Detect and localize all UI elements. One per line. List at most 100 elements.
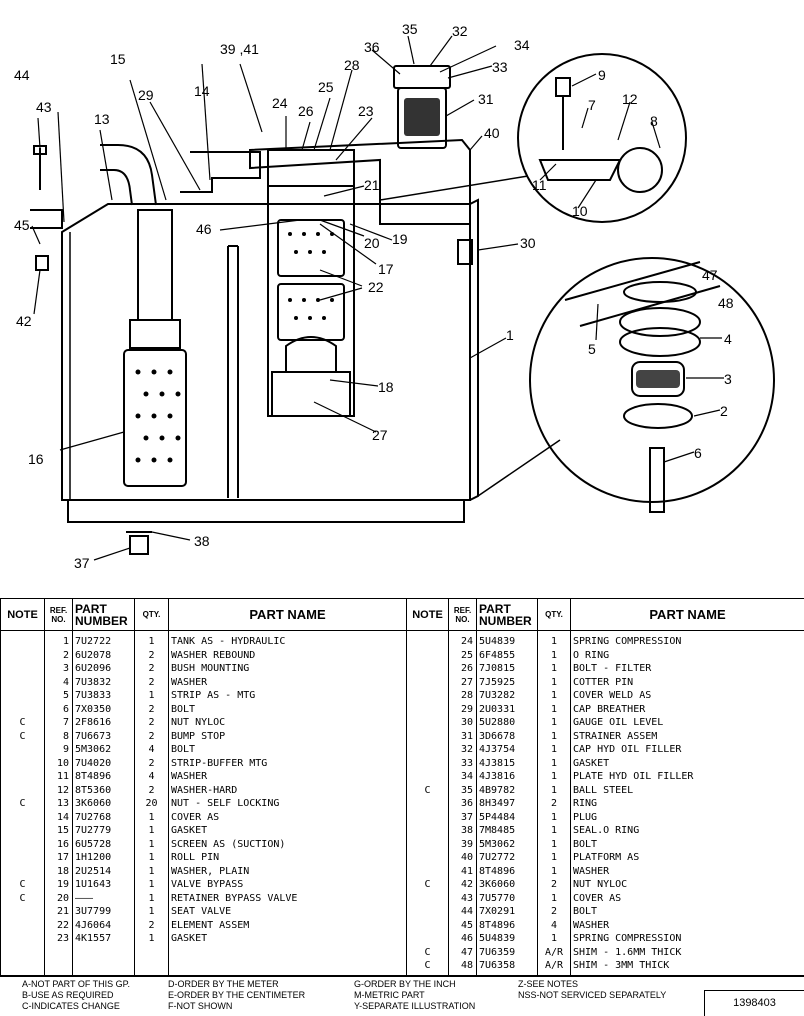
cell-pn: 3K6060	[73, 797, 135, 811]
ref-no-header: REF. NO.	[449, 599, 477, 631]
cell-pn: 4J3754	[477, 743, 538, 757]
cell-ref: 6	[45, 703, 73, 717]
cell-ref: 4	[45, 676, 73, 690]
cell-note	[1, 676, 45, 690]
cell-note	[1, 905, 45, 919]
cell-note: C	[1, 716, 45, 730]
cell-qty: 1	[538, 811, 571, 825]
cell-ref: 41	[449, 865, 477, 879]
cell-ref: 38	[449, 824, 477, 838]
legend-item: D-ORDER BY THE METER	[168, 979, 305, 990]
cell-name: STRAINER ASSEM	[571, 730, 804, 744]
qty-header: QTY.	[135, 599, 169, 631]
callout-label: 28	[344, 57, 360, 73]
exploded-parts-diagram: 1 2 3 4 5 6 7 8 9 10 11 12 13 14 15 16 1…	[0, 0, 804, 590]
legend-item: C-INDICATES CHANGE	[22, 1001, 130, 1012]
callout-label: 3	[724, 371, 732, 387]
cell-ref: 8	[45, 730, 73, 744]
cell-ref: 9	[45, 743, 73, 757]
cell-qty: 1	[135, 892, 169, 906]
cell-qty: 1	[135, 824, 169, 838]
cell-ref: 29	[449, 703, 477, 717]
callout-label: 5	[588, 341, 596, 357]
cell-pn: 1U1643	[73, 878, 135, 892]
cell-pn: 3U7799	[73, 905, 135, 919]
cell-note	[1, 631, 45, 649]
cell-qty: 2	[135, 662, 169, 676]
callout-label: 1	[506, 327, 514, 343]
cell-qty: 2	[135, 784, 169, 798]
callout-label: 18	[378, 379, 394, 395]
cell-pn: 7J0815	[477, 662, 538, 676]
cell-note	[1, 824, 45, 838]
legend-column: D-ORDER BY THE METER E-ORDER BY THE CENT…	[168, 979, 305, 1012]
parts-list-table: NOTE REF. NO. PART NUMBER QTY. PART NAME…	[0, 598, 804, 976]
return-pipe	[180, 152, 260, 192]
callout-label: 40	[484, 125, 500, 141]
cell-qty: 2	[538, 878, 571, 892]
cell-pn: 5U4839	[477, 631, 538, 649]
cell-pn: 8H3497	[477, 797, 538, 811]
legend-item: Y-SEPARATE ILLUSTRATION	[354, 1001, 475, 1012]
cell-note: C	[1, 797, 45, 811]
cell-qty: 1	[538, 649, 571, 663]
cell-note	[1, 811, 45, 825]
cell-note	[407, 757, 449, 771]
cell-pn: 7U3832	[73, 676, 135, 690]
cell-pn	[73, 959, 135, 975]
cell-ref: 47	[449, 946, 477, 960]
callout-label: 23	[358, 103, 374, 119]
cell-pn: 8T4896	[73, 770, 135, 784]
cell-ref: 16	[45, 838, 73, 852]
cell-name: WASHER	[571, 865, 804, 879]
cell-qty: 1	[135, 689, 169, 703]
cell-ref: 45	[449, 919, 477, 933]
legend-item: NSS-NOT SERVICED SEPARATELY	[518, 990, 666, 1001]
cell-qty: 1	[538, 730, 571, 744]
cell-qty: 1	[538, 932, 571, 946]
cell-ref: 22	[45, 919, 73, 933]
cell-qty: 1	[538, 838, 571, 852]
callout-label: 14	[194, 83, 210, 99]
cell-pn: 4J3815	[477, 757, 538, 771]
cell-name: RETAINER BYPASS VALVE	[169, 892, 407, 906]
cell-pn: 7U4020	[73, 757, 135, 771]
cell-pn: 6F4855	[477, 649, 538, 663]
cell-note	[1, 743, 45, 757]
cell-note	[1, 932, 45, 946]
cell-ref: 18	[45, 865, 73, 879]
cell-ref: 7	[45, 716, 73, 730]
cell-pn: 8T4896	[477, 865, 538, 879]
cell-note	[1, 838, 45, 852]
callout-label: 11	[532, 177, 547, 193]
cell-pn: 7U2768	[73, 811, 135, 825]
cell-ref: 35	[449, 784, 477, 798]
cell-pn: 4K1557	[73, 932, 135, 946]
legend-item: M-METRIC PART	[354, 990, 475, 1001]
cell-name: BOLT	[169, 703, 407, 717]
cell-qty: 1	[538, 689, 571, 703]
callout-label: 4	[724, 331, 732, 347]
cell-note	[407, 905, 449, 919]
cell-name: TANK AS - HYDRAULIC	[169, 631, 407, 649]
callout-label: 16	[28, 451, 44, 467]
cell-ref: 37	[449, 811, 477, 825]
cell-name: STRIP-BUFFER MTG	[169, 757, 407, 771]
cell-name: BOLT	[169, 743, 407, 757]
cell-note: C	[1, 892, 45, 906]
cell-qty: 2	[538, 797, 571, 811]
cell-pn: 2U0331	[477, 703, 538, 717]
cell-name: STRIP AS - MTG	[169, 689, 407, 703]
cell-note	[1, 757, 45, 771]
callout-label: 15	[110, 51, 126, 67]
cell-qty: 2	[135, 730, 169, 744]
cell-ref: 33	[449, 757, 477, 771]
cell-note	[407, 649, 449, 663]
cell-ref: 15	[45, 824, 73, 838]
